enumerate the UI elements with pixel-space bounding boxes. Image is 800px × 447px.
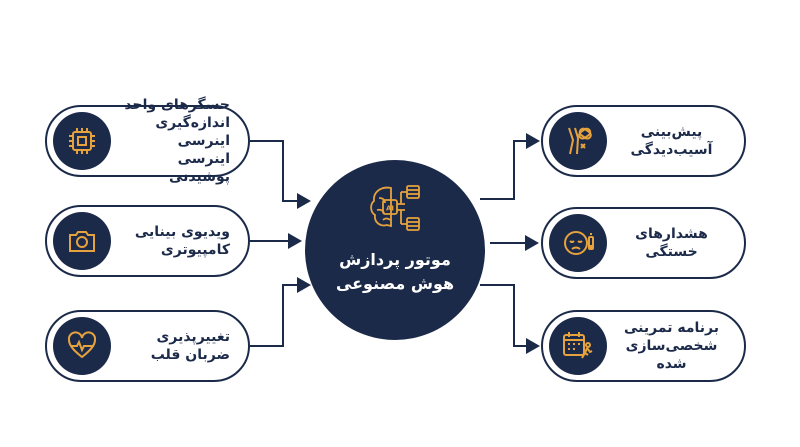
ai-engine-node: AI موتور پردازش هوش مصنوعی — [305, 160, 485, 340]
input-node-label: حسگرهای واحد اندازه‌گیری اینرسی اینرسی پ… — [124, 97, 230, 185]
output-node-injury-prediction: پیش‌بینی آسیب‌دیدگی — [541, 105, 746, 177]
svg-text:AI: AI — [386, 205, 394, 213]
input-node-imu-sensors: حسگرهای واحد اندازه‌گیری اینرسی اینرسی پ… — [45, 97, 250, 185]
input-node-video: ویدیوی بینایی کامپیوتری — [45, 205, 250, 277]
connector-output-1 — [480, 133, 540, 200]
output-node-label: برنامه تمرینی شخصی‌سازی شده — [624, 320, 719, 372]
heart-rate-icon — [53, 317, 111, 375]
output-node-fatigue-alerts: هشدارهای خستگی — [541, 207, 746, 279]
ai-engine-label: موتور پردازش هوش مصنوعی — [335, 250, 455, 293]
input-node-hrv: تغییرپذیری ضربان قلب — [45, 310, 250, 382]
connector-input-3 — [250, 277, 311, 347]
camera-icon — [53, 212, 111, 270]
input-node-label: تغییرپذیری ضربان قلب — [150, 329, 230, 363]
chip-icon — [53, 112, 111, 170]
ai-brain-icon: AI — [370, 185, 420, 231]
output-node-label: هشدارهای خستگی — [635, 226, 708, 260]
output-node-training-plan: برنامه تمرینی شخصی‌سازی شده — [541, 310, 746, 382]
tired-face-icon — [549, 214, 607, 272]
calendar-runner-icon — [549, 317, 607, 375]
output-node-label: پیش‌بینی آسیب‌دیدگی — [630, 124, 713, 158]
connector-output-3 — [480, 284, 540, 354]
connector-input-1 — [250, 140, 311, 209]
input-node-label: ویدیوی بینایی کامپیوتری — [134, 224, 230, 258]
knee-injury-icon — [549, 112, 607, 170]
